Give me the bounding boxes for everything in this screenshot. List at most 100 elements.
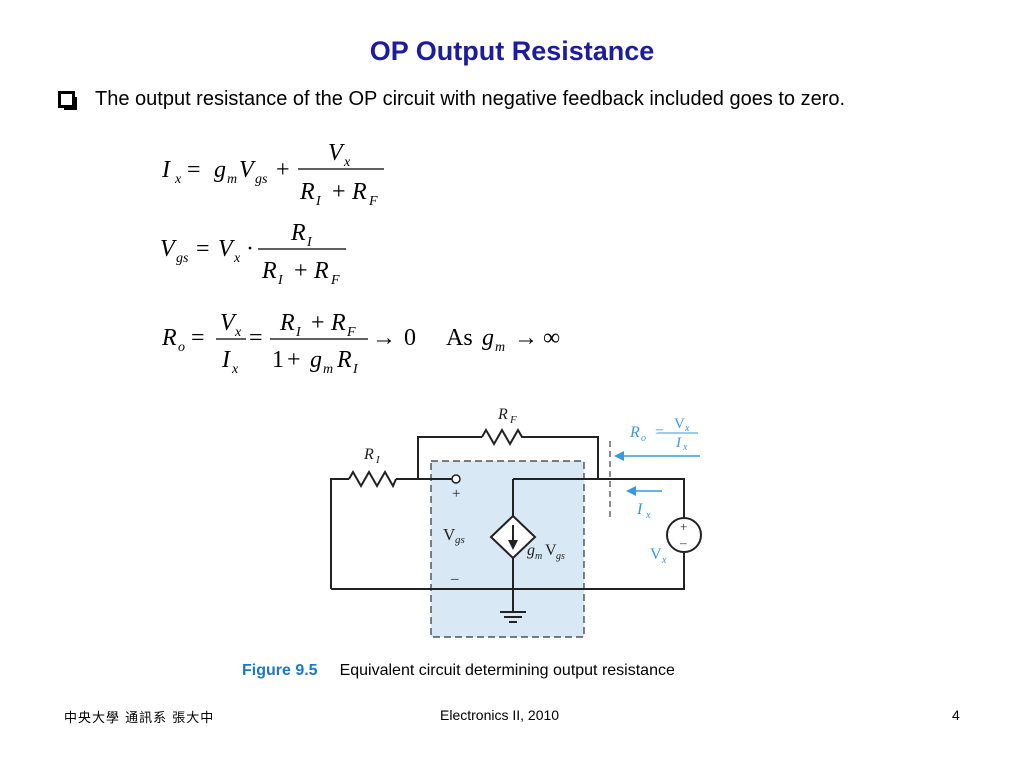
- vx-label-sub: x: [661, 555, 667, 566]
- ix-label-sub: x: [645, 510, 651, 521]
- eq3-f2-den-r-sub: I: [352, 362, 359, 377]
- eq3-lhs-sub: o: [178, 340, 185, 355]
- vgs-minus-sign: –: [450, 571, 459, 587]
- circuit-diagram: R F R I V gs g m V gs + – + – R o = V x …: [330, 406, 702, 638]
- ri-resistor: [348, 469, 397, 489]
- slide-title: OP Output Resistance: [369, 36, 655, 66]
- eq1-den2: R: [351, 179, 367, 205]
- eq3-arrow-2: →: [514, 325, 538, 351]
- eq2-den1-sub: I: [277, 273, 284, 288]
- eq2-lhs-sub: gs: [176, 251, 189, 266]
- eq1-den1-sub: I: [315, 194, 322, 209]
- figure-caption: Figure 9.5 Equivalent circuit determining…: [242, 662, 675, 680]
- eq1-num-sub: x: [343, 155, 351, 170]
- eq3-f2-num-plus: +: [311, 310, 325, 336]
- ix-arrow-head: [626, 486, 636, 496]
- eq3-f2-num1: R: [279, 310, 295, 336]
- eq3-f2-den-one: 1: [272, 347, 284, 373]
- equation-1: I x = g m V gs + V x R I + R F: [161, 140, 384, 209]
- footer-page-number: 4: [952, 707, 960, 723]
- eq1-den2-sub: F: [368, 194, 378, 209]
- eq1-v: V: [239, 157, 256, 183]
- eq3-f1-num: V: [220, 310, 237, 336]
- ro-label: R: [629, 424, 640, 441]
- eq3-f1-den: I: [221, 347, 231, 373]
- eq3-as-text: As: [446, 325, 473, 351]
- eq3-limit: 0: [404, 325, 416, 351]
- vgs-label-sub: gs: [455, 534, 465, 546]
- eq3-f2-den-g-sub: m: [323, 362, 333, 377]
- eq2-vx: V: [218, 236, 235, 262]
- eq1-num: V: [328, 140, 345, 166]
- ix-label: I: [636, 501, 643, 518]
- ro-equals: =: [655, 424, 664, 441]
- equation-3: R o = V x I x = R I + R F 1 + g m R I → …: [161, 310, 560, 377]
- vgs-plus-sign: +: [452, 486, 460, 502]
- eq3-as-g: g: [482, 325, 494, 351]
- rf-resistor: [481, 427, 526, 447]
- rf-label-sub: F: [509, 414, 517, 426]
- eq1-v-sub: gs: [255, 172, 268, 187]
- eq3-equals-2: =: [249, 325, 263, 351]
- current-arrow-head: [508, 540, 518, 550]
- vx-label: V: [650, 546, 662, 563]
- eq1-den1: R: [299, 179, 315, 205]
- eq3-as-g-sub: m: [495, 340, 505, 355]
- vgs-label: V: [443, 525, 456, 544]
- eq3-f2-den-g: g: [310, 347, 322, 373]
- eq2-den-plus: +: [294, 258, 308, 284]
- eq3-infinity: ∞: [543, 325, 560, 351]
- ro-den: I: [675, 435, 682, 451]
- eq3-equals-1: =: [191, 325, 205, 351]
- eq2-vx-sub: x: [233, 251, 241, 266]
- eq1-equals: =: [187, 157, 201, 183]
- equations: I x = g m V gs + V x R I + R F V gs = V …: [160, 140, 560, 377]
- bullet-item: The output resistance of the OP circuit …: [58, 86, 845, 112]
- ground-icon: [500, 611, 526, 623]
- input-terminal: [451, 474, 461, 484]
- ro-num: V: [674, 416, 685, 432]
- eq2-dot: ·: [246, 236, 254, 262]
- bullet-text: The output resistance of the OP circuit …: [95, 87, 846, 110]
- circuit-wires: [330, 436, 685, 612]
- source-label-v-sub: gs: [556, 551, 565, 562]
- source-label-g-sub: m: [535, 551, 542, 562]
- eq2-num-sub: I: [306, 235, 313, 250]
- ro-den-sub: x: [682, 442, 688, 453]
- ri-label: R: [363, 446, 374, 463]
- eq1-g-sub: m: [227, 172, 237, 187]
- eq3-f1-den-sub: x: [231, 362, 239, 377]
- ro-arrow-head: [614, 451, 624, 461]
- ro-label-sub: o: [641, 433, 646, 444]
- eq3-lhs: R: [161, 325, 177, 351]
- eq1-lhs-sub: x: [174, 172, 182, 187]
- equation-2: V gs = V x · R I R I + R F: [160, 220, 346, 288]
- footer-author: 中央大學 通訊系 張大中: [64, 711, 215, 726]
- eq3-f2-num2-sub: F: [346, 325, 356, 340]
- eq1-g: g: [214, 157, 226, 183]
- rf-label: R: [497, 406, 508, 423]
- eq2-lhs: V: [160, 236, 177, 262]
- source-label-g: g: [527, 542, 535, 559]
- figure-caption-text: Equivalent circuit determining output re…: [339, 662, 675, 679]
- square-bullet-icon: [58, 90, 77, 110]
- eq1-den-plus: +: [332, 179, 346, 205]
- eq2-den2: R: [313, 258, 329, 284]
- eq2-equals: =: [196, 236, 210, 262]
- vx-minus-sign: –: [679, 535, 687, 550]
- eq1-plus: +: [276, 157, 290, 183]
- figure-label: Figure 9.5: [242, 662, 318, 679]
- eq2-den1: R: [261, 258, 277, 284]
- eq3-f2-den-plus: +: [287, 347, 301, 373]
- eq3-f2-num2: R: [330, 310, 346, 336]
- eq3-arrow-1: →: [372, 325, 396, 351]
- vx-plus-sign: +: [680, 519, 687, 534]
- eq3-f2-num1-sub: I: [295, 325, 302, 340]
- source-label-v: V: [545, 542, 557, 559]
- ro-num-sub: x: [684, 423, 690, 434]
- eq2-num: R: [290, 220, 306, 246]
- eq3-f1-num-sub: x: [234, 325, 242, 340]
- eq3-f2-den-r: R: [336, 347, 352, 373]
- eq2-den2-sub: F: [330, 273, 340, 288]
- test-voltage-source: [666, 517, 702, 553]
